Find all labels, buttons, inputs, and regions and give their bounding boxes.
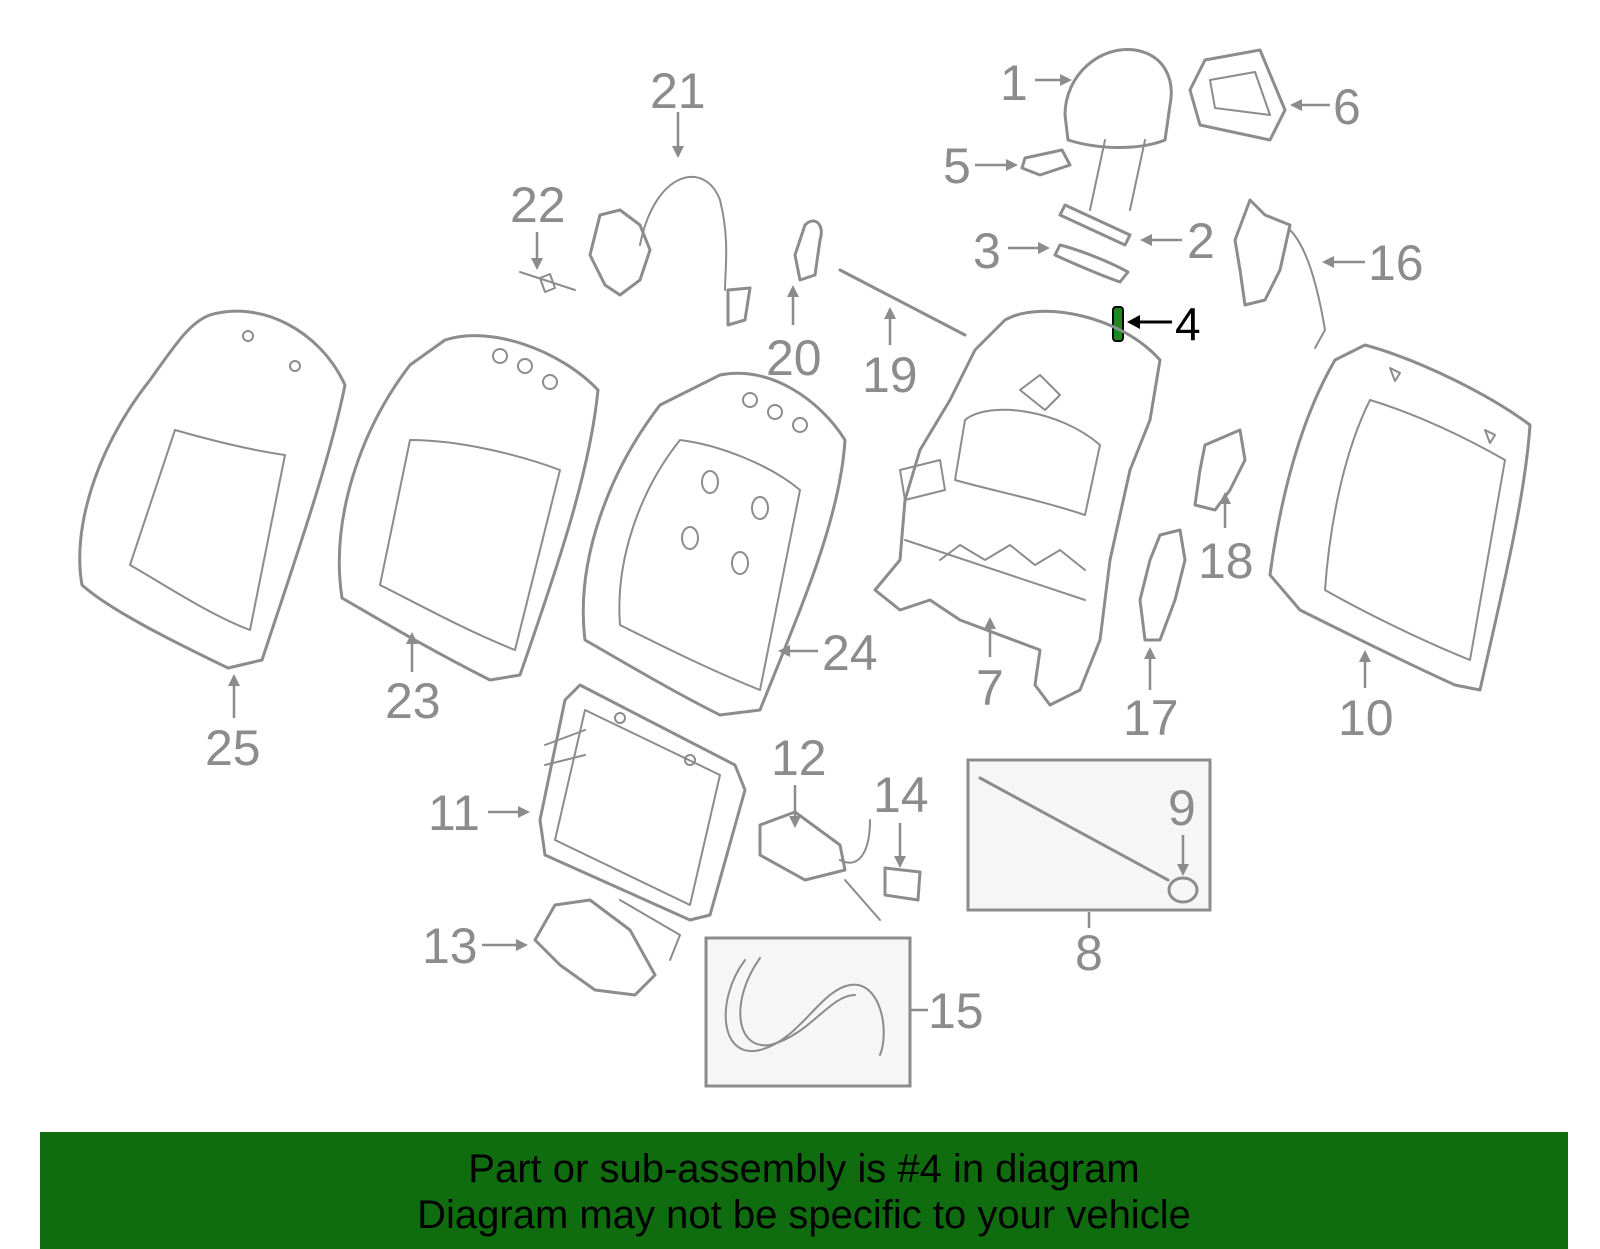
part-22-connector[interactable] bbox=[519, 271, 576, 293]
callout-4: 4 bbox=[1175, 298, 1201, 350]
part-5-pad[interactable] bbox=[1020, 148, 1072, 177]
callout-6: 6 bbox=[1333, 79, 1361, 135]
callout-18: 18 bbox=[1198, 533, 1254, 589]
banner-line-disclaimer: Diagram may not be specific to your vehi… bbox=[417, 1193, 1191, 1237]
callout-5: 5 bbox=[943, 138, 971, 194]
part-2-guide[interactable] bbox=[1058, 203, 1132, 247]
part-25-seat-cover[interactable] bbox=[78, 309, 347, 670]
part-7-seat-frame[interactable] bbox=[873, 309, 1162, 707]
callout-9: 9 bbox=[1168, 780, 1196, 836]
part-15-hoses[interactable] bbox=[724, 957, 885, 1056]
part-1-headrest[interactable] bbox=[1063, 47, 1173, 211]
part-14-module[interactable] bbox=[883, 866, 922, 902]
part-16-bracket[interactable] bbox=[1233, 198, 1326, 349]
part-20-lever[interactable] bbox=[793, 219, 823, 282]
part-19-rod[interactable] bbox=[838, 268, 967, 337]
callout-17: 17 bbox=[1123, 690, 1179, 746]
callout-15: 15 bbox=[928, 983, 984, 1039]
part-24-seat-back-pad[interactable] bbox=[581, 371, 847, 717]
callout-20: 20 bbox=[766, 330, 822, 386]
callout-12: 12 bbox=[771, 730, 827, 786]
part-23-seat-pad[interactable] bbox=[337, 334, 600, 682]
part-17-adjuster[interactable] bbox=[1138, 528, 1187, 642]
callout-10: 10 bbox=[1338, 690, 1394, 746]
callout-11: 11 bbox=[428, 785, 480, 841]
part-15-box bbox=[704, 936, 912, 1088]
callout-23: 23 bbox=[385, 673, 441, 729]
part-12-lumbar[interactable] bbox=[758, 810, 881, 921]
part-18-motor[interactable] bbox=[1193, 428, 1247, 512]
part-13-pump[interactable] bbox=[533, 898, 681, 997]
callout-leaders bbox=[228, 74, 1371, 1012]
part-8-rod[interactable] bbox=[978, 776, 1170, 882]
part-4-grommet[interactable] bbox=[1112, 306, 1124, 342]
callout-14: 14 bbox=[873, 767, 929, 823]
part-10-back-panel[interactable] bbox=[1268, 343, 1532, 692]
callout-labels: 1 2 3 4 5 6 7 8 9 10 11 12 13 14 15 16 1… bbox=[205, 55, 1424, 1039]
part-21-cable[interactable] bbox=[588, 175, 752, 327]
banner-line-part: Part or sub-assembly is #4 in diagram bbox=[468, 1147, 1140, 1191]
callout-25: 25 bbox=[205, 720, 261, 776]
part-9-ring[interactable] bbox=[1167, 876, 1199, 904]
callout-2: 2 bbox=[1187, 213, 1215, 269]
callout-3: 3 bbox=[973, 223, 1001, 279]
info-banner: Part or sub-assembly is #4 in diagram Di… bbox=[40, 1132, 1568, 1249]
callout-7: 7 bbox=[976, 660, 1004, 716]
callout-1: 1 bbox=[1000, 55, 1028, 111]
callout-22: 22 bbox=[510, 177, 566, 233]
callout-13: 13 bbox=[422, 918, 478, 974]
part-3-guide[interactable] bbox=[1053, 243, 1130, 284]
callout-8: 8 bbox=[1075, 925, 1103, 981]
part-11-panel[interactable] bbox=[538, 683, 747, 922]
callout-21: 21 bbox=[650, 63, 706, 119]
callout-19: 19 bbox=[862, 347, 918, 403]
part-6-headrest-trim[interactable] bbox=[1188, 48, 1287, 142]
callout-16: 16 bbox=[1368, 235, 1424, 291]
callout-24: 24 bbox=[822, 625, 878, 681]
